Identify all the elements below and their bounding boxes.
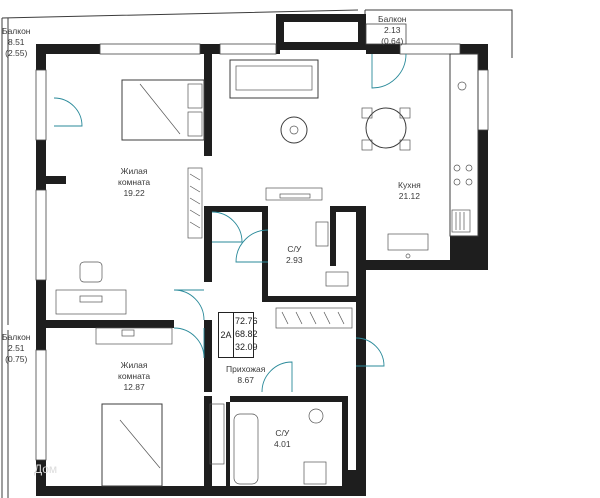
- room-area: 12.87: [123, 382, 145, 392]
- room-label-bath1: С/У 2.93: [286, 244, 303, 266]
- room-label-living1: Жилая комната 19.22: [118, 166, 150, 199]
- balcony-area: 8.51: [7, 37, 25, 47]
- room-name: Жилая: [120, 360, 148, 370]
- room-name: Жилая: [120, 166, 148, 176]
- room-area: 2.93: [286, 255, 303, 265]
- balcony-area: 2.51: [7, 343, 25, 353]
- kitchen-counter: [449, 53, 479, 237]
- desk-1: [55, 261, 127, 315]
- balcony-name: Балкон: [378, 14, 407, 24]
- hall-wardrobe: [275, 307, 353, 329]
- balcony-area-reduced: (0.64): [381, 36, 404, 46]
- room-label-hall: Прихожая 8.67: [226, 364, 265, 386]
- coffee-table: [280, 116, 308, 144]
- watermark: Дом: [34, 462, 58, 476]
- other-area: 32.09: [235, 342, 258, 352]
- dining-table: [361, 107, 411, 151]
- balcony-west-bottom-outline: [1, 325, 9, 498]
- bath2-fixtures: [233, 408, 327, 485]
- kitchen-sink: [387, 233, 429, 259]
- balcony-area-reduced: (2.55): [5, 48, 28, 58]
- balcony-north-label: Балкон 2.13 (0.64): [378, 14, 407, 47]
- wardrobe-1: [187, 167, 203, 239]
- balcony-area-reduced: (0.75): [5, 354, 28, 364]
- balcony-west-top-outline: [1, 9, 359, 325]
- door-arcs: [53, 53, 407, 393]
- room-area: 8.67: [237, 375, 254, 385]
- room-area: 4.01: [274, 439, 291, 449]
- room-name: комната: [118, 371, 151, 381]
- double-bed-1: [121, 79, 205, 141]
- room-label-living2: Жилая комната 12.87: [118, 360, 150, 393]
- room-label-bath2: С/У 4.01: [274, 428, 291, 450]
- double-bed-2: [101, 403, 163, 487]
- apartment-type: 2А: [219, 313, 234, 357]
- wardrobe-2: [209, 403, 225, 465]
- interior-walls: [46, 54, 478, 486]
- balcony-west-bottom-label: Балкон 2.51 (0.75): [2, 332, 31, 365]
- total-area: 72.76: [235, 316, 258, 326]
- balcony-area: 2.13: [383, 25, 401, 35]
- sofa: [229, 59, 319, 99]
- room-area: 21.12: [398, 191, 421, 201]
- living-area: 68.82: [235, 329, 258, 339]
- balcony-name: Балкон: [2, 26, 31, 36]
- room-area: 19.22: [123, 188, 145, 198]
- room-name: Кухня: [398, 180, 421, 190]
- balcony-west-top-label: Балкон 8.51 (2.55): [2, 26, 31, 59]
- room-label-kitchen: Кухня 21.12: [398, 180, 421, 202]
- room-name: комната: [118, 177, 151, 187]
- apartment-summary: 2А 72.76 68.82 32.09: [218, 312, 258, 358]
- desk-2: [95, 327, 173, 345]
- room-name: С/У: [275, 428, 290, 438]
- room-name: Прихожая: [226, 364, 266, 374]
- bath1-fixtures: [315, 221, 349, 287]
- tv-stand: [265, 187, 323, 201]
- room-name: С/У: [287, 244, 302, 254]
- balcony-name: Балкон: [2, 332, 31, 342]
